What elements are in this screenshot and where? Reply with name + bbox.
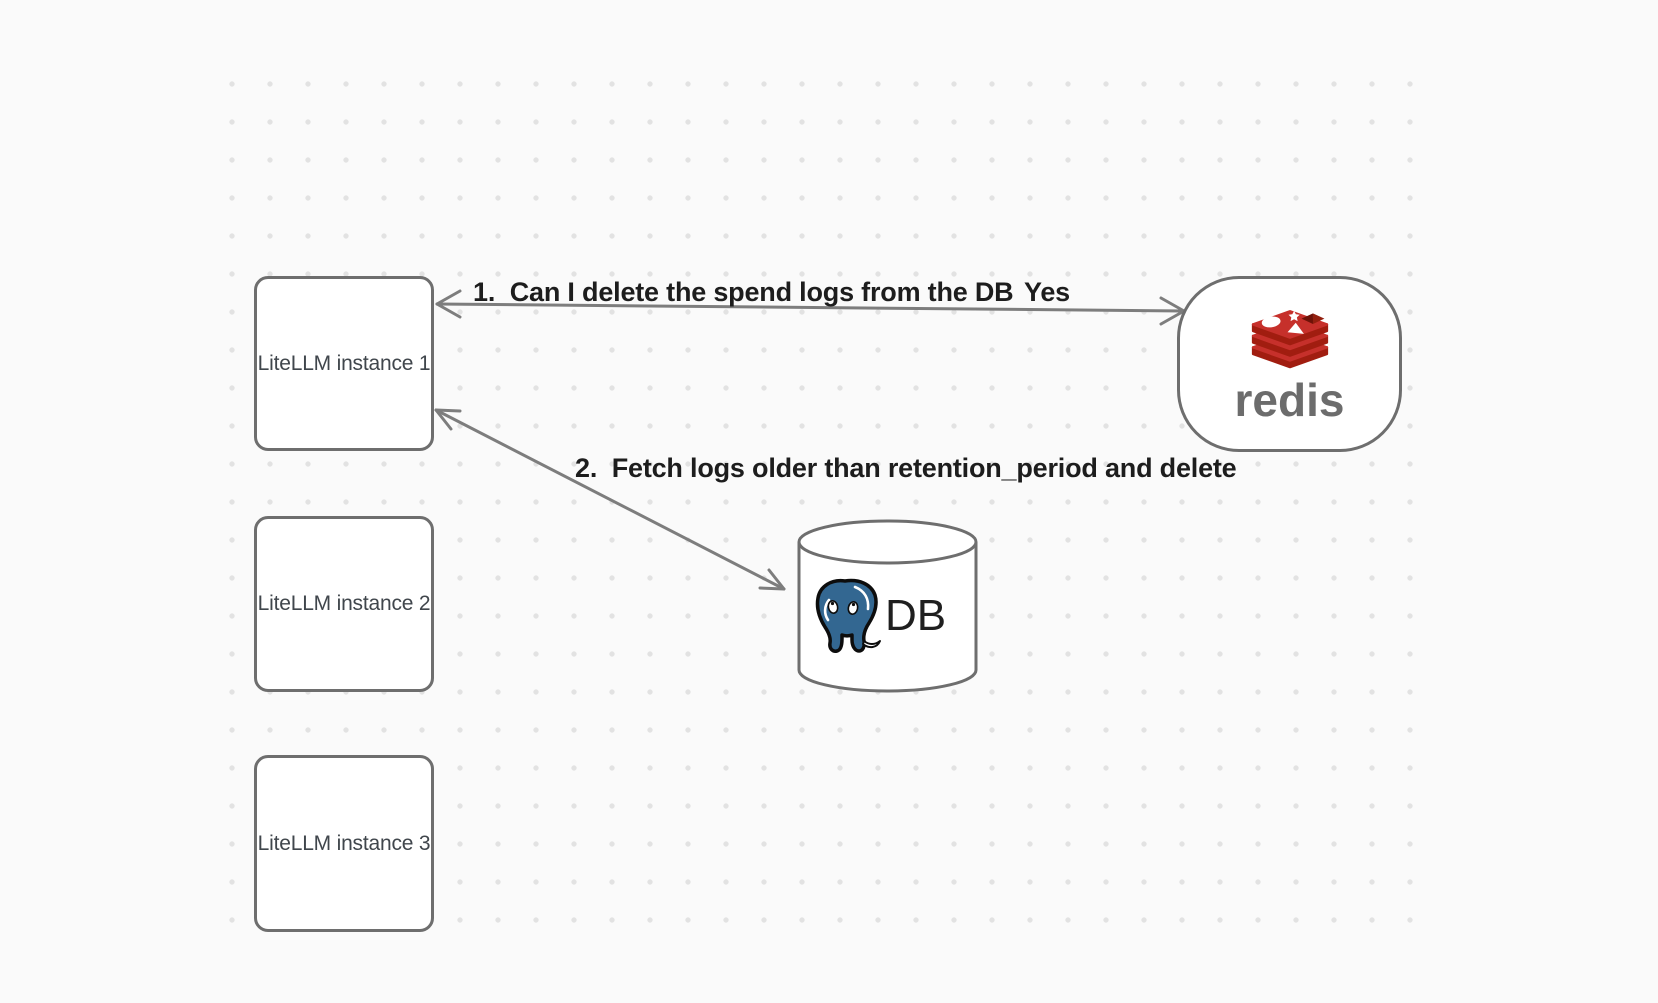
arrow-fetch-logs[interactable] (434, 408, 786, 591)
redis-logo-icon (1251, 310, 1328, 369)
node-litellm-instance-1-label: LiteLLM instance 1 (257, 351, 431, 375)
postgresql-icon (815, 578, 881, 653)
node-litellm-instance-2-label: LiteLLM instance 2 (257, 592, 431, 615)
arrow1-label[interactable]: 1. Can I delete the spend logs from the … (473, 277, 1014, 307)
node-litellm-instance-1[interactable]: LiteLLM instance 1 (254, 276, 434, 451)
arrowhead-left-icon (435, 289, 462, 319)
arrowhead-down-right-icon (758, 568, 786, 591)
arrow2-label[interactable]: 2. Fetch logs older than retention_perio… (575, 453, 1237, 483)
database-label: DB (885, 591, 947, 640)
redis-wordmark: redis (1234, 374, 1345, 426)
database-content: DB (809, 578, 946, 654)
node-litellm-instance-3[interactable]: LiteLLM instance 3 (254, 755, 434, 932)
node-litellm-instance-3-label: LiteLLM instance 3 (257, 831, 431, 855)
arrow1-response-label[interactable]: Yes (1024, 277, 1070, 307)
node-litellm-instance-2[interactable]: LiteLLM instance 2 (254, 516, 434, 692)
arrowhead-up-left-icon (434, 408, 462, 431)
node-database[interactable]: DB (797, 519, 978, 693)
node-redis[interactable]: redis (1177, 276, 1402, 452)
